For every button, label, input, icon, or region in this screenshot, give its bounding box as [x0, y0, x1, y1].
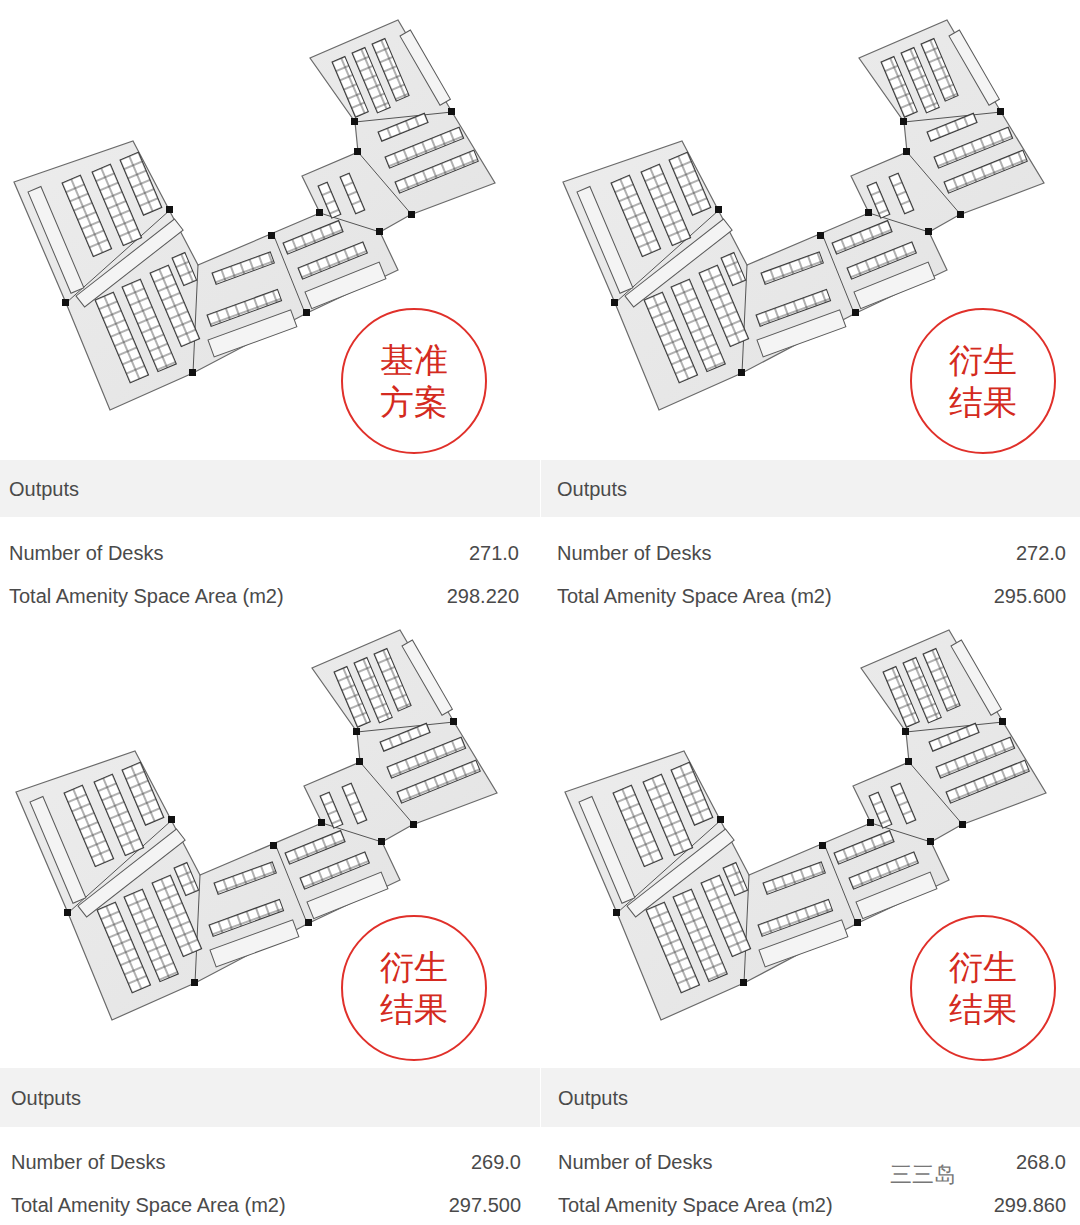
- metric-row: Total Amenity Space Area (m2) 299.860: [541, 1187, 1080, 1223]
- metric-value: 271.0: [469, 541, 519, 565]
- watermark-text: 三三岛: [890, 1162, 956, 1187]
- watermark: 三三岛: [890, 1162, 956, 1188]
- panel-heading: Outputs: [9, 477, 79, 501]
- metric-value: 297.500: [449, 1193, 521, 1217]
- metric-row: Number of Desks 268.0: [541, 1144, 1080, 1180]
- metric-name: Total Amenity Space Area (m2): [9, 584, 284, 608]
- result-badge: 衍生 结果: [910, 308, 1056, 454]
- panel-header: Outputs: [0, 1068, 540, 1127]
- outputs-panel: OutputsNumber of Desks 272.0Total Amenity…: [541, 460, 1080, 622]
- metric-name: Total Amenity Space Area (m2): [11, 1193, 286, 1217]
- metric-name: Total Amenity Space Area (m2): [558, 1193, 833, 1217]
- metric-value: 272.0: [1016, 541, 1066, 565]
- metric-row: Number of Desks 272.0: [541, 535, 1080, 571]
- outputs-panel: OutputsNumber of Desks 271.0Total Amenity…: [0, 460, 540, 622]
- metric-row: Number of Desks 271.0: [0, 535, 540, 571]
- metric-row: Total Amenity Space Area (m2) 298.220: [0, 578, 540, 614]
- outputs-panel: OutputsNumber of Desks 269.0Total Amenity…: [0, 1068, 540, 1225]
- result-badge: 衍生 结果: [910, 915, 1056, 1061]
- panel-heading: Outputs: [558, 1086, 628, 1110]
- metric-name: Number of Desks: [558, 1150, 713, 1174]
- metric-value: 299.860: [994, 1193, 1066, 1217]
- panel-header: Outputs: [0, 460, 540, 517]
- panel-header: Outputs: [541, 1068, 1080, 1127]
- result-badge: 衍生 结果: [341, 915, 487, 1061]
- metric-name: Number of Desks: [557, 541, 712, 565]
- metric-value: 295.600: [994, 584, 1066, 608]
- badge-text: 基准 方案: [375, 339, 453, 424]
- metric-name: Number of Desks: [11, 1150, 166, 1174]
- panel-heading: Outputs: [557, 477, 627, 501]
- panel-heading: Outputs: [11, 1086, 81, 1110]
- badge-text: 衍生 结果: [375, 946, 453, 1031]
- metric-row: Total Amenity Space Area (m2) 295.600: [541, 578, 1080, 614]
- metric-row: Total Amenity Space Area (m2) 297.500: [0, 1187, 540, 1223]
- metric-name: Total Amenity Space Area (m2): [557, 584, 832, 608]
- metric-value: 268.0: [1016, 1150, 1066, 1174]
- result-badge: 基准 方案: [341, 308, 487, 454]
- metric-value: 269.0: [471, 1150, 521, 1174]
- badge-text: 衍生 结果: [944, 339, 1022, 424]
- metric-value: 298.220: [447, 584, 519, 608]
- outputs-panel: OutputsNumber of Desks 268.0Total Amenity…: [541, 1068, 1080, 1225]
- metric-row: Number of Desks 269.0: [0, 1144, 540, 1180]
- panel-header: Outputs: [541, 460, 1080, 517]
- metric-name: Number of Desks: [9, 541, 164, 565]
- badge-text: 衍生 结果: [944, 946, 1022, 1031]
